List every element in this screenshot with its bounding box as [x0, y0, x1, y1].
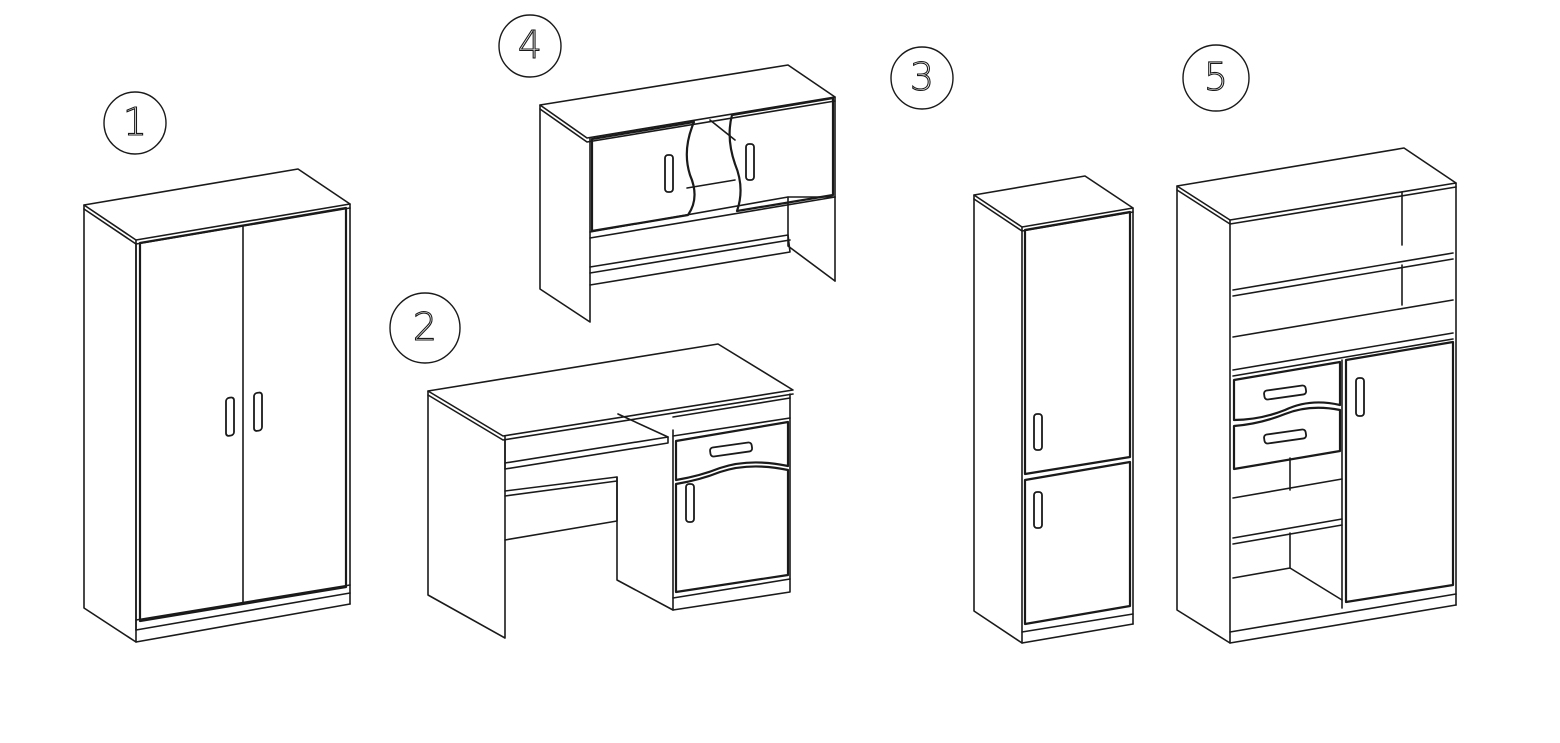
item-3-label: 4: [518, 23, 542, 67]
item-2-label: 2: [413, 305, 437, 349]
item-4-label: 3: [910, 55, 934, 99]
desk: 2: [389, 292, 794, 639]
item-2-bubble: [389, 292, 461, 364]
item-1-label: 1: [123, 100, 147, 144]
hutch-cabinet: 4: [498, 14, 836, 323]
item-1-bubble: [103, 91, 167, 155]
bookcase-cabinet: 5: [1176, 44, 1457, 644]
item-5-label: 5: [1204, 55, 1228, 99]
item-3-bubble: [498, 14, 562, 78]
item-4-bubble: [890, 46, 954, 110]
item-5-bubble: [1182, 44, 1250, 112]
wardrobe-two-door: 1: [83, 91, 351, 643]
tall-cabinet: 3: [890, 46, 1134, 644]
